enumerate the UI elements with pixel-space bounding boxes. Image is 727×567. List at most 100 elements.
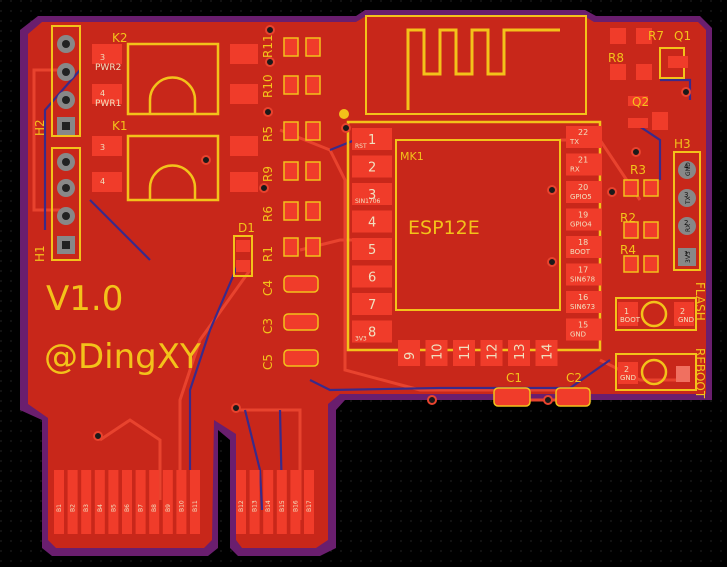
esp-right-pad xyxy=(566,263,602,286)
k2-pwr2-label: PWR2 xyxy=(95,63,121,73)
esp-left-pad xyxy=(352,293,392,315)
ref-c2: C2 xyxy=(566,371,582,385)
h3-pin-number: 4 xyxy=(684,163,689,171)
esp-left-pin-number: 3 xyxy=(368,188,376,203)
ref-r6: R6 xyxy=(261,206,275,222)
esp-right-pad xyxy=(566,208,602,231)
edge-pad xyxy=(276,470,287,534)
h3-pin-number: 1 xyxy=(684,250,688,258)
esp-right-pad xyxy=(566,181,602,203)
esp-right-pin-name: GPIO4 xyxy=(570,221,592,229)
edge-pad-label: B8 xyxy=(151,504,158,512)
ref-q1: Q1 xyxy=(674,29,691,43)
esp-left-pin-number: 5 xyxy=(368,243,376,258)
esp-right-pad xyxy=(566,318,602,341)
edge-pad xyxy=(67,470,78,534)
ref-r7: R7 xyxy=(648,29,664,43)
esp-left-pin-name: SIN1706 xyxy=(355,198,381,205)
esp-right-pin-number: 19 xyxy=(578,211,588,220)
ref-q2: Q2 xyxy=(632,95,649,109)
k1-pin4-label: 4 xyxy=(100,177,105,186)
edge-pad-label: B14 xyxy=(265,500,272,512)
h3-pin-name: 3V3 xyxy=(685,251,692,263)
esp-right-pad xyxy=(566,291,602,313)
capacitors-bottom xyxy=(493,387,591,407)
edge-pad xyxy=(290,470,301,534)
edge-pad-label: B7 xyxy=(138,504,145,512)
ref-r11: R11 xyxy=(261,34,275,58)
capacitors-left xyxy=(283,275,319,367)
edge-pad xyxy=(108,470,119,534)
edge-pad-label: B13 xyxy=(252,500,259,512)
esp-bottom-pad xyxy=(508,340,530,366)
ref-c3: C3 xyxy=(261,318,275,334)
edge-pad-label: B1 xyxy=(56,504,63,512)
ref-c1: C1 xyxy=(506,371,522,385)
edge-pad-label: B9 xyxy=(165,504,172,512)
diode-d1 xyxy=(233,235,253,277)
esp-left-pad xyxy=(352,183,392,205)
esp-right-pin-name: RX xyxy=(570,166,580,174)
esp-left-pin-name: RST xyxy=(355,143,367,150)
reboot-button xyxy=(615,353,697,391)
edge-pad-label: B4 xyxy=(97,504,104,512)
edge-pad xyxy=(263,470,274,534)
ref-h1: H1 xyxy=(33,245,47,262)
antenna-keepout xyxy=(365,15,587,115)
esp-left-pin-number: 7 xyxy=(368,298,376,313)
relay-k1 xyxy=(92,134,258,202)
esp-bottom-pad xyxy=(425,340,448,366)
esp-left-pad xyxy=(352,155,392,178)
esp-left-pad xyxy=(352,128,392,150)
edge-pad xyxy=(162,470,173,534)
esp-right-pin-number: 17 xyxy=(578,266,588,275)
edge-pad xyxy=(176,470,187,534)
esp-left-pad xyxy=(352,265,392,288)
ref-r5: R5 xyxy=(261,126,275,142)
esp-bottom-pad xyxy=(453,340,475,366)
esp-left-pin-number: 8 xyxy=(368,326,376,341)
edge-pad-label: B12 xyxy=(238,500,245,512)
ref-r2: R2 xyxy=(620,211,636,225)
esp-right-pin-number: 22 xyxy=(578,128,588,137)
esp-right-pin-name: SIN678 xyxy=(570,276,595,284)
flash-button xyxy=(615,297,697,331)
edge-pad-label: B10 xyxy=(178,500,185,512)
edge-pad-label: B3 xyxy=(83,504,90,512)
esp-left-pin-number: 2 xyxy=(368,161,376,176)
esp-right-pad xyxy=(566,236,602,258)
flash-gnd-label: GND xyxy=(678,316,694,324)
edge-pad-label: B17 xyxy=(306,500,313,512)
edge-pad xyxy=(135,470,146,534)
author-label: @DingXY xyxy=(44,337,201,377)
esp-right-pad xyxy=(566,126,602,148)
esp-bottom-pin-number: 14 xyxy=(541,343,556,360)
esp-bottom-pin-number: 9 xyxy=(403,352,418,360)
resistor-column xyxy=(283,37,321,257)
antenna-trace xyxy=(406,28,560,110)
k1-pin3-label: 3 xyxy=(100,143,105,152)
k2-pin3-label: 3 xyxy=(100,53,105,62)
edge-pad-label: B16 xyxy=(292,500,299,512)
ref-h2: H2 xyxy=(33,119,47,136)
esp-left-pin-number: 6 xyxy=(368,271,376,286)
h3-pin-name: TX xyxy=(685,196,692,205)
edge-pad xyxy=(236,470,246,534)
reboot-gnd-label: GND xyxy=(620,374,636,382)
header-h2 xyxy=(51,25,81,137)
esp-bottom-pin-number: 10 xyxy=(431,343,446,360)
esp-left-pin-number: 1 xyxy=(368,133,376,148)
esp-right-pin-number: 15 xyxy=(578,321,588,330)
ref-r10: R10 xyxy=(261,74,275,98)
esp-bottom-pad xyxy=(480,340,503,366)
edge-pad xyxy=(149,470,160,534)
esp-right-pin-name: BOOT xyxy=(570,248,591,256)
ref-c5: C5 xyxy=(261,354,275,370)
ref-r8: R8 xyxy=(608,51,624,65)
edge-pad xyxy=(122,470,132,534)
ref-r9: R9 xyxy=(261,166,275,182)
